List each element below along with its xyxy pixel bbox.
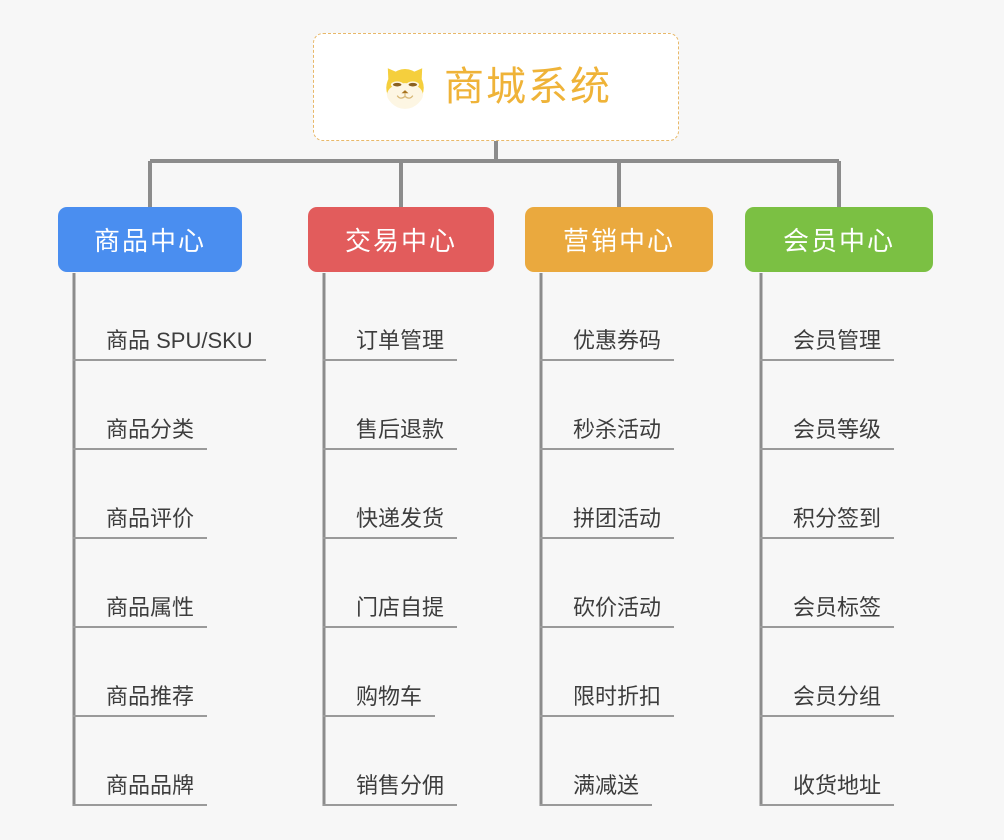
leaf-label: 快递发货 — [356, 506, 445, 531]
leaf-label: 会员管理 — [793, 328, 882, 353]
leaf-list-2: 优惠券码 秒杀活动 拼团活动 砍价活动 限时折扣 满减送 — [540, 272, 674, 806]
leaf-item[interactable]: 满减送 — [540, 717, 661, 806]
leaf-label: 销售分佣 — [356, 773, 445, 798]
leaf-item[interactable]: 商品分类 — [73, 361, 253, 450]
leaf-item[interactable]: 会员分组 — [760, 628, 894, 717]
leaf-item[interactable]: 商品推荐 — [73, 628, 253, 717]
leaf-label: 优惠券码 — [573, 328, 662, 353]
leaf-label: 砍价活动 — [573, 595, 662, 620]
leaf-item[interactable]: 限时折扣 — [540, 628, 674, 717]
leaf-underline — [73, 804, 207, 806]
leaf-underline — [73, 448, 207, 450]
leaf-label: 商品评价 — [106, 506, 195, 531]
leaf-underline — [73, 359, 266, 361]
leaf-label: 商品品牌 — [106, 773, 195, 798]
leaf-item[interactable]: 砍价活动 — [540, 539, 674, 628]
leaf-underline — [760, 626, 894, 628]
leaf-item[interactable]: 门店自提 — [323, 539, 457, 628]
leaf-label: 限时折扣 — [573, 684, 662, 709]
leaf-underline — [323, 715, 435, 717]
leaf-label: 会员分组 — [793, 684, 882, 709]
leaf-item[interactable]: 商品评价 — [73, 450, 253, 539]
branch-header-1[interactable]: 交易中心 — [308, 207, 494, 272]
leaf-item[interactable]: 订单管理 — [323, 272, 457, 361]
leaf-item[interactable]: 商品属性 — [73, 539, 253, 628]
leaf-underline — [540, 448, 674, 450]
leaf-underline — [540, 804, 652, 806]
leaf-label: 拼团活动 — [573, 506, 662, 531]
leaf-underline — [323, 804, 457, 806]
leaf-item[interactable]: 商品 SPU/SKU — [73, 272, 266, 361]
leaf-item[interactable]: 会员等级 — [760, 361, 894, 450]
branch-column-0: 商品中心 商品 SPU/SKU 商品分类 商品评价 商品属性 商品推荐 商品品牌 — [58, 207, 266, 806]
leaf-underline — [323, 626, 457, 628]
leaf-underline — [540, 359, 674, 361]
leaf-item[interactable]: 销售分佣 — [323, 717, 457, 806]
branch-header-2[interactable]: 营销中心 — [525, 207, 713, 272]
leaf-underline — [760, 537, 894, 539]
leaf-item[interactable]: 商品品牌 — [73, 717, 253, 806]
page-title: 商城系统 — [444, 65, 612, 109]
leaf-underline — [73, 626, 207, 628]
leaf-underline — [323, 359, 457, 361]
leaf-label: 收货地址 — [793, 773, 882, 798]
branch-header-0[interactable]: 商品中心 — [58, 207, 242, 272]
leaf-item[interactable]: 会员标签 — [760, 539, 894, 628]
leaf-list-3: 会员管理 会员等级 积分签到 会员标签 会员分组 收货地址 — [760, 272, 894, 806]
leaf-label: 商品 SPU/SKU — [106, 328, 253, 353]
leaf-item[interactable]: 售后退款 — [323, 361, 457, 450]
leaf-label: 商品推荐 — [106, 684, 195, 709]
leaf-label: 积分签到 — [793, 506, 882, 531]
leaf-underline — [760, 715, 894, 717]
leaf-underline — [540, 537, 674, 539]
root-node[interactable]: 商城系统 — [313, 33, 679, 141]
leaf-label: 商品分类 — [106, 417, 195, 442]
leaf-label: 满减送 — [573, 773, 640, 798]
leaf-underline — [540, 715, 674, 717]
leaf-item[interactable]: 优惠券码 — [540, 272, 674, 361]
leaf-item[interactable]: 拼团活动 — [540, 450, 674, 539]
leaf-item[interactable]: 快递发货 — [323, 450, 457, 539]
leaf-underline — [760, 359, 894, 361]
leaf-label: 会员等级 — [793, 417, 882, 442]
leaf-label: 订单管理 — [356, 328, 445, 353]
leaf-label: 会员标签 — [793, 595, 882, 620]
leaf-underline — [760, 448, 894, 450]
leaf-item[interactable]: 积分签到 — [760, 450, 894, 539]
leaf-underline — [760, 804, 894, 806]
branch-header-3[interactable]: 会员中心 — [745, 207, 933, 272]
leaf-underline — [323, 448, 457, 450]
leaf-label: 售后退款 — [356, 417, 445, 442]
branch-column-3: 会员中心 会员管理 会员等级 积分签到 会员标签 会员分组 收货地址 — [745, 207, 933, 806]
leaf-list-0: 商品 SPU/SKU 商品分类 商品评价 商品属性 商品推荐 商品品牌 — [73, 272, 266, 806]
branch-column-2: 营销中心 优惠券码 秒杀活动 拼团活动 砍价活动 限时折扣 满减送 — [525, 207, 713, 806]
leaf-underline — [73, 715, 207, 717]
leaf-item[interactable]: 会员管理 — [760, 272, 894, 361]
leaf-item[interactable]: 秒杀活动 — [540, 361, 674, 450]
leaf-list-1: 订单管理 售后退款 快递发货 门店自提 购物车 销售分佣 — [323, 272, 457, 806]
leaf-underline — [323, 537, 457, 539]
leaf-underline — [73, 537, 207, 539]
leaf-label: 秒杀活动 — [573, 417, 662, 442]
leaf-label: 商品属性 — [106, 595, 195, 620]
leaf-item[interactable]: 购物车 — [323, 628, 444, 717]
leaf-label: 购物车 — [356, 684, 423, 709]
leaf-underline — [540, 626, 674, 628]
shiba-dog-face-icon — [386, 68, 424, 109]
leaf-item[interactable]: 收货地址 — [760, 717, 894, 806]
branch-column-1: 交易中心 订单管理 售后退款 快递发货 门店自提 购物车 销售分佣 — [308, 207, 494, 806]
leaf-label: 门店自提 — [356, 595, 445, 620]
